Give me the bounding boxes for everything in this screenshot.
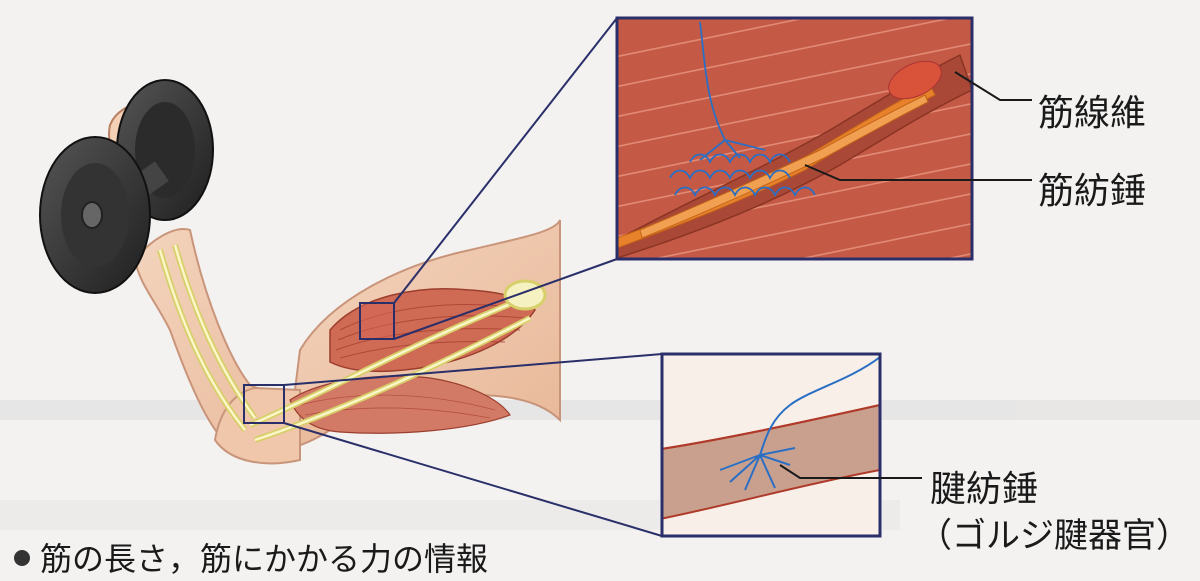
label-golgi-tendon-organ: （ゴルジ腱器官）: [918, 516, 1190, 556]
sensory-nerve-coils: [669, 21, 816, 198]
spindle-inset-frame: [615, 16, 974, 261]
spindle-marker-box: [359, 302, 395, 340]
tendon-marker-box: [243, 384, 285, 424]
spindle-end: [888, 60, 942, 100]
bullet-icon: [14, 550, 30, 566]
label-muscle-spindle: 筋紡錘: [1038, 171, 1147, 212]
dumbbell: [39, 79, 214, 294]
shoulder-joint: [503, 279, 547, 311]
arm-illustration: [39, 79, 561, 465]
golgi-inset-frame: [660, 352, 882, 538]
muscle-spindle-inset: [615, 16, 974, 261]
label-muscle-fiber: 筋線維: [1038, 93, 1147, 134]
label-leader-lines: [779, 71, 1032, 479]
connector-lines: [283, 17, 663, 537]
golgi-nerve: [719, 356, 880, 491]
golgi-tendon-inset: [660, 352, 882, 538]
label-tendon-spindle: 腱紡錘: [930, 469, 1039, 510]
caption-text: 筋の長さ，筋にかかる力の情報: [40, 540, 489, 578]
caption: 筋の長さ，筋にかかる力の情報: [14, 534, 488, 580]
